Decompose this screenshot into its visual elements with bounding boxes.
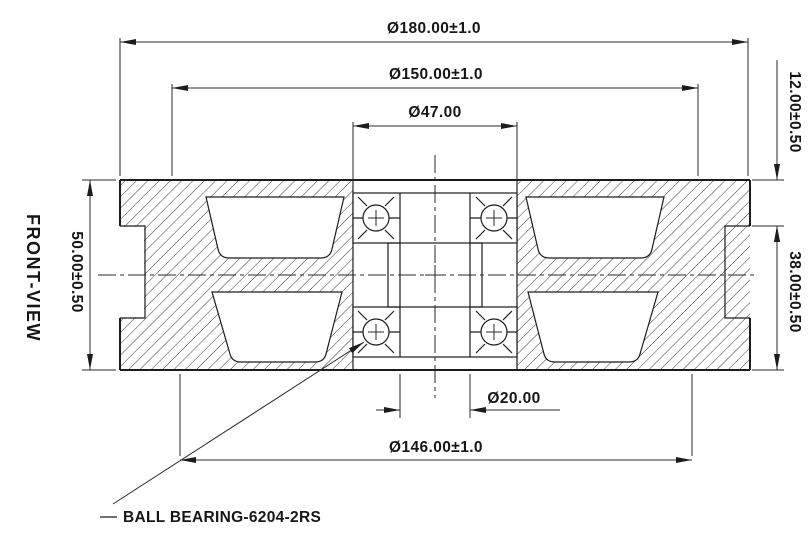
ball-center-crosses-bottom: [368, 324, 502, 340]
ext-lines-d146: [179, 374, 693, 456]
dim-text-bearing-od: Ø47.00: [408, 104, 461, 121]
centerlines: [98, 155, 757, 398]
bearing-leader-line: [112, 341, 365, 505]
dim-text-step-diameter: Ø150.00±1.0: [389, 66, 483, 83]
ext-lines-d150: [171, 84, 699, 176]
dim-bearing-od: Ø47.00: [352, 104, 518, 188]
dim-text-outer-diameter: Ø180.00±1.0: [387, 20, 481, 37]
dim-text-tread-diameter: Ø146.00±1.0: [389, 439, 483, 456]
dim-tread-width: 38.00±0.50: [752, 226, 803, 371]
dim-step-diameter: Ø150.00±1.0: [171, 66, 699, 176]
view-title: FRONT-VIEW: [23, 214, 43, 342]
web-recess-upper-left: [205, 196, 345, 259]
web-recess-upper-right: [525, 196, 665, 259]
bearing-callout: BALL BEARING-6204-2RS: [100, 341, 365, 526]
bearing-callout-text: BALL BEARING-6204-2RS: [123, 509, 321, 526]
rim-groove-notch-left: [110, 227, 144, 317]
dim-tread-diameter: Ø146.00±1.0: [179, 374, 693, 463]
ext-lines-d47: [352, 122, 518, 188]
dim-text-overall-width: 50.00±0.50: [68, 231, 85, 312]
ball-center-crosses-top: [368, 210, 502, 226]
bearing-top-seals: [357, 196, 513, 240]
web-recess-lower-left: [211, 291, 343, 363]
dim-flange-width: 12.00±0.50: [752, 60, 803, 244]
dim-text-bore-diameter: Ø20.00: [487, 390, 540, 407]
rim-notch-outline-right: [724, 225, 750, 319]
center-cross: [425, 265, 445, 285]
dim-bore-diameter: Ø20.00: [376, 374, 560, 418]
dim-text-tread-width: 38.00±0.50: [786, 251, 803, 332]
rim-groove-notch-right: [756, 227, 790, 317]
ext-lines-d180: [119, 38, 749, 176]
web-recess-lower-right: [527, 291, 659, 363]
dim-outer-diameter: Ø180.00±1.0: [119, 20, 749, 176]
dim-overall-width: 50.00±0.50: [68, 179, 116, 371]
ext-lines-d12: [752, 179, 784, 227]
dim-text-flange-width: 12.00±0.50: [786, 71, 803, 152]
rim-notch-outline-left: [120, 225, 146, 319]
